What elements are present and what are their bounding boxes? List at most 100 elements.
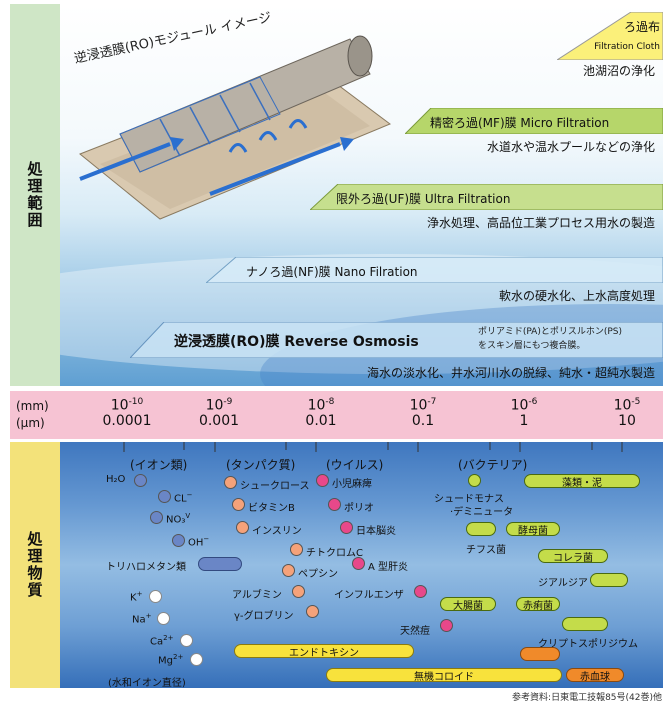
treatment-range-label: 処理範囲 xyxy=(25,161,44,229)
label-smallpox: 天然痘 xyxy=(400,626,430,637)
ro-note-line2: をスキン層にもつ複合膜。 xyxy=(478,341,586,351)
tick-exponent: -6 xyxy=(528,397,538,407)
dot-oh xyxy=(172,534,185,547)
category-proteins: (タンパク質) xyxy=(226,458,296,472)
ca-sup: 2+ xyxy=(163,634,174,642)
uf-description: 浄水処理、高品位工業プロセス用水の製造 xyxy=(426,216,655,230)
pill-yeast: 酵母菌 xyxy=(506,522,560,537)
label-diminuta: ·デミニュータ xyxy=(450,507,514,518)
sidebar-treatment-substances: 処理物質 xyxy=(10,442,60,688)
label-insulin: インスリン xyxy=(252,526,302,537)
nf-banner xyxy=(206,257,663,283)
scale-tick: 10-7 0.1 xyxy=(388,395,458,429)
ro-banner xyxy=(130,322,663,358)
colloid-text: 無機コロイド xyxy=(414,671,474,683)
label-pepsin: ペプシン xyxy=(298,569,338,580)
pill-rbc-left xyxy=(520,647,560,661)
label-vitamin-b: ビタミンB xyxy=(248,503,295,514)
dot-sucrose xyxy=(224,476,237,489)
label-globulin: γ-グロブリン xyxy=(234,611,294,622)
ro-description: 海水の淡水化、井水河川水の脱緑、純水・超純水製造 xyxy=(366,366,655,380)
scale-tick: 10-6 1 xyxy=(489,395,559,429)
label-h2o: H₂O xyxy=(106,474,126,485)
dot-cl xyxy=(158,490,171,503)
pill-dysentery: 赤痢菌 xyxy=(516,597,560,612)
label-typhoid: チフス菌 xyxy=(466,545,506,556)
dot-vitamin-b xyxy=(232,498,245,511)
label-giardia: ジアルジア xyxy=(538,578,588,589)
scale-tick: 10-9 0.001 xyxy=(184,395,254,429)
category-ions: (イオン類) xyxy=(130,458,188,472)
tick-exponent: -9 xyxy=(223,397,233,407)
scale-tick: 10-8 0.01 xyxy=(286,395,356,429)
rbc-text: 赤血球 xyxy=(580,671,610,683)
label-sucrose: シュークロース xyxy=(240,481,310,492)
size-scale-band: (mm) (μm) 10-10 0.0001 10-9 0.001 10-8 0… xyxy=(10,391,663,439)
tick-um-value: 0.0001 xyxy=(102,412,152,429)
flow-arrows xyxy=(79,119,354,196)
dot-h2o xyxy=(134,474,147,487)
dot-no3 xyxy=(150,511,163,524)
filtration-range-panel: 逆浸透膜(RO)モジュール イメージ ろ過布 Filtration Cloth … xyxy=(60,4,663,386)
dot-mg xyxy=(190,653,203,666)
pill-trihalomethanes xyxy=(198,557,242,571)
scale-tick: 10-10 0.0001 xyxy=(92,395,162,429)
tick-base: 10 xyxy=(613,397,632,414)
ro-label: 逆浸透膜(RO)膜 Reverse Osmosis xyxy=(174,334,419,350)
substances-panel: (イオン類) (タンパク質) (ウイルス) (バクテリア) H₂O CL− NO… xyxy=(60,442,663,688)
mg-sup: 2+ xyxy=(172,653,184,661)
label-pseudomonas: シュードモナス xyxy=(434,494,504,505)
dot-influenza xyxy=(414,585,427,598)
cloth-label: ろ過布 xyxy=(623,20,660,34)
tick-exponent: -7 xyxy=(427,397,437,407)
unit-mm: (mm) xyxy=(16,399,49,413)
dot-insulin xyxy=(236,521,249,534)
no3-sup: V xyxy=(185,512,191,520)
tick-exponent: -10 xyxy=(128,397,144,407)
dot-pepsin xyxy=(282,564,295,577)
dot-k xyxy=(149,590,162,603)
dot-hepatitis-a xyxy=(352,557,365,570)
mf-description: 水道水や温水プールなどの浄化 xyxy=(486,140,655,154)
tick-exponent: -5 xyxy=(631,397,641,407)
pill-ecoli: 大腸菌 xyxy=(440,597,496,612)
na-text: Na xyxy=(132,614,146,626)
cloth-description: 池湖沼の浄化 xyxy=(582,64,655,78)
scale-tick: 10-5 10 xyxy=(592,395,662,429)
dot-encephalitis xyxy=(340,521,353,534)
pill-cholera: コレラ菌 xyxy=(538,549,608,564)
mf-label: 精密ろ過(MF)膜 Micro Filtration xyxy=(430,116,610,130)
label-encephalitis: 日本脳炎 xyxy=(356,526,396,537)
label-cl: CL− xyxy=(174,491,192,504)
pill-algae: 藻類・泥 xyxy=(524,474,640,489)
dot-smallpox xyxy=(440,619,453,632)
tick-um-value: 1 xyxy=(519,412,529,429)
dot-polio xyxy=(328,498,341,511)
na-sup: + xyxy=(145,612,152,620)
label-hydrated-diameter: (水和イオン直径) xyxy=(108,678,186,688)
ro-module-illustration xyxy=(79,35,392,220)
tick-base: 10 xyxy=(110,397,129,414)
label-no3: NO₃V xyxy=(166,512,190,525)
nf-label: ナノろ過(NF)膜 Nano Filration xyxy=(246,265,418,279)
label-ca: Ca2+ xyxy=(150,634,173,647)
yeast-text: 酵母菌 xyxy=(518,525,548,537)
scale-tick-marks xyxy=(123,442,623,452)
dot-na xyxy=(157,612,170,625)
no3-text: NO₃ xyxy=(166,514,186,526)
k-text: K xyxy=(130,592,137,604)
category-viruses: (ウイルス) xyxy=(326,458,384,472)
tick-base: 10 xyxy=(205,397,224,414)
nf-description: 軟水の硬水化、上水高度処理 xyxy=(498,289,655,303)
pill-endotoxin: エンドトキシン xyxy=(234,644,414,659)
cl-sup: − xyxy=(186,491,193,499)
ecoli-text: 大腸菌 xyxy=(453,600,483,612)
dot-child-polio xyxy=(316,474,329,487)
label-k: K+ xyxy=(130,590,142,603)
tick-um-value: 0.001 xyxy=(198,412,240,429)
footer-reference: 参考資料:日東電工技報85号(42巻)他 xyxy=(512,693,662,703)
label-influenza: インフルエンザ xyxy=(334,590,404,601)
module-cylinder xyxy=(119,35,373,173)
treatment-substances-label: 処理物質 xyxy=(25,531,44,599)
cholera-text: コレラ菌 xyxy=(553,552,593,564)
